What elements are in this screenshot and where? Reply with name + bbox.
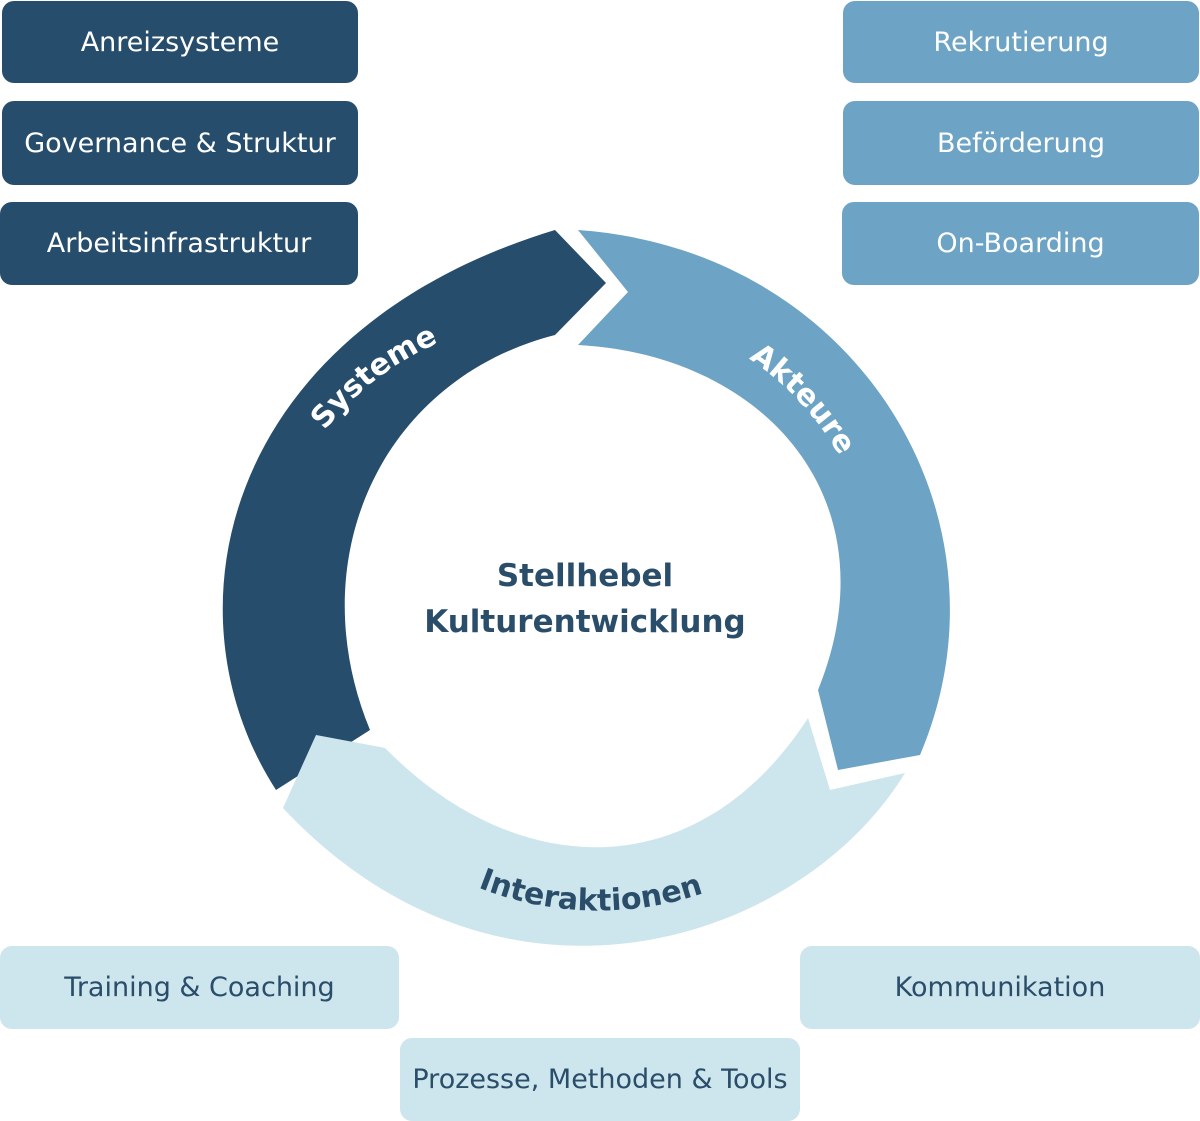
interaktionen-item-prozesse: Prozesse, Methoden & Tools [400, 1038, 800, 1121]
akteure-arrow-segment [578, 230, 950, 770]
systeme-item-arbeitsinfrastruktur: Arbeitsinfrastruktur [0, 202, 358, 285]
center-title-line2: Kulturentwicklung [424, 604, 745, 640]
akteure-item-onboarding: On-Boarding [842, 202, 1199, 285]
akteure-item-rekrutierung: Rekrutierung [843, 1, 1199, 83]
interaktionen-item-kommunikation: Kommunikation [800, 946, 1200, 1029]
systeme-item-governance: Governance & Struktur [2, 101, 358, 185]
center-title-line1: Stellhebel [497, 558, 673, 594]
akteure-item-befoerderung: Beförderung [843, 101, 1199, 185]
systeme-arrow-segment [222, 230, 606, 790]
interaktionen-arrow-segment [283, 718, 905, 946]
interaktionen-item-training: Training & Coaching [0, 946, 399, 1029]
systeme-item-anreizsysteme: Anreizsysteme [2, 1, 358, 83]
